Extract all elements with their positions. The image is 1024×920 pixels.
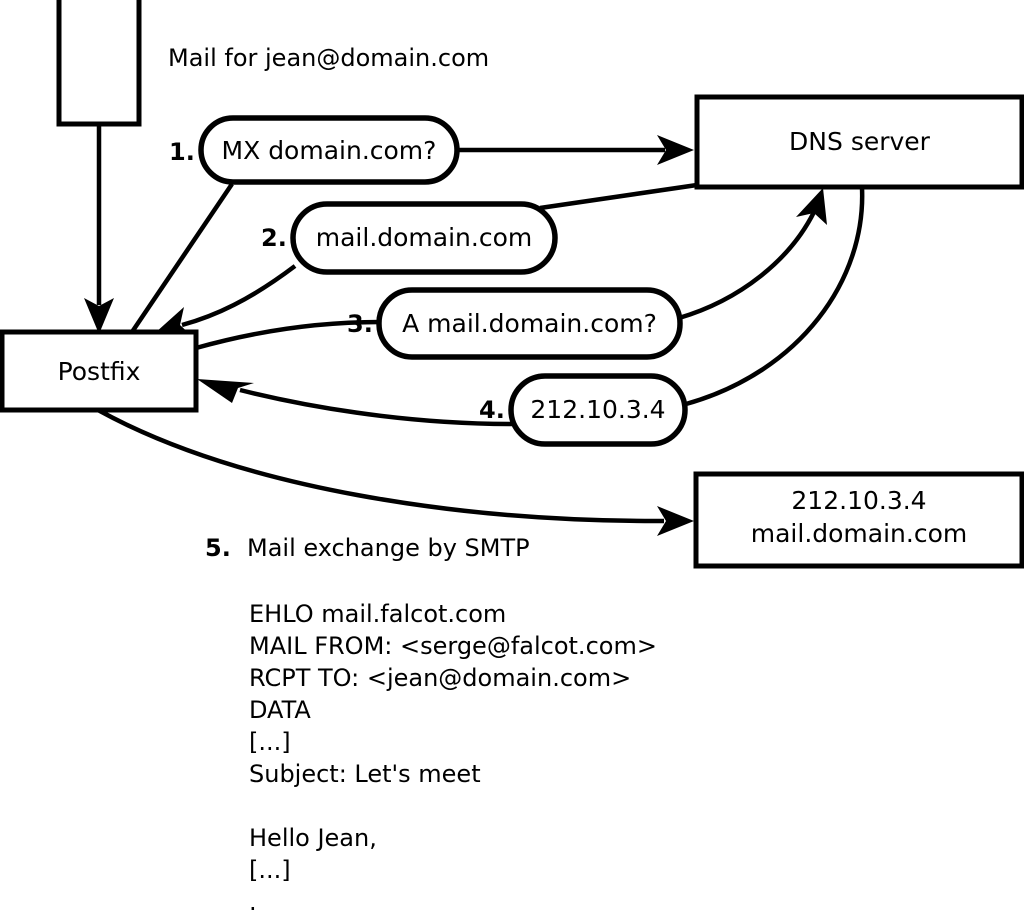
edge-dns-to-step4 — [685, 187, 865, 407]
transcript-line: Hello Jean, — [249, 824, 377, 852]
edge-postfix-to-step1 — [130, 182, 234, 334]
transcript-line: DATA — [249, 696, 311, 724]
transcript-line: . — [249, 888, 257, 916]
edge-postfix-to-mailserver — [96, 408, 694, 536]
step-number-4: 4. — [479, 396, 505, 424]
edge-step3-to-dns — [678, 188, 827, 321]
node-mailserver-label-line1: 212.10.3.4 — [791, 486, 927, 515]
step-number-2: 2. — [261, 224, 287, 252]
transcript-blank-line — [249, 792, 657, 824]
node-dns-box — [694, 94, 1024, 190]
step-number-5: 5. — [205, 534, 231, 562]
bubble-step1-label: MX domain.com? — [221, 136, 437, 165]
transcript-line: EHLO mail.falcot.com — [249, 600, 507, 628]
bubble-step4 — [508, 373, 688, 447]
bubble-step2 — [290, 201, 558, 275]
transcript-line: MAIL FROM: <serge@falcot.com> — [249, 632, 657, 660]
edge-dns-to-step2 — [539, 182, 698, 211]
transcript-line: [...] — [249, 728, 291, 756]
bubble-step4-label: 212.10.3.4 — [530, 395, 666, 424]
step5-label: Mail exchange by SMTP — [247, 534, 530, 562]
bubble-step1 — [198, 115, 460, 185]
edge-mua-to-postfix — [84, 126, 114, 334]
bubble-step3 — [376, 287, 683, 360]
smtp-transcript: EHLO mail.falcot.com MAIL FROM: <serge@f… — [249, 600, 657, 920]
bubble-step3-label: A mail.domain.com? — [402, 309, 657, 338]
transcript-line: [...] — [249, 856, 291, 884]
edge-step1-to-dns — [457, 135, 694, 165]
node-postfix-label: Postfix — [57, 357, 141, 386]
step-number-3: 3. — [347, 310, 373, 338]
node-mailserver-box — [693, 471, 1024, 569]
node-postfix-box — [0, 329, 199, 413]
node-mua-box — [56, 0, 142, 127]
edge-postfix-to-step3 — [195, 319, 381, 351]
node-mailserver-label-line2: mail.domain.com — [750, 519, 968, 548]
transcript-line: RCPT TO: <jean@domain.com> — [249, 664, 632, 692]
page-title: Mail for jean@domain.com — [168, 44, 490, 72]
edge-step4-to-postfix — [197, 379, 513, 427]
step-number-1: 1. — [169, 138, 195, 166]
bubble-step2-label: mail.domain.com — [315, 223, 533, 252]
node-dns-label: DNS server — [789, 127, 930, 156]
transcript-line: Subject: Let's meet — [249, 760, 481, 788]
